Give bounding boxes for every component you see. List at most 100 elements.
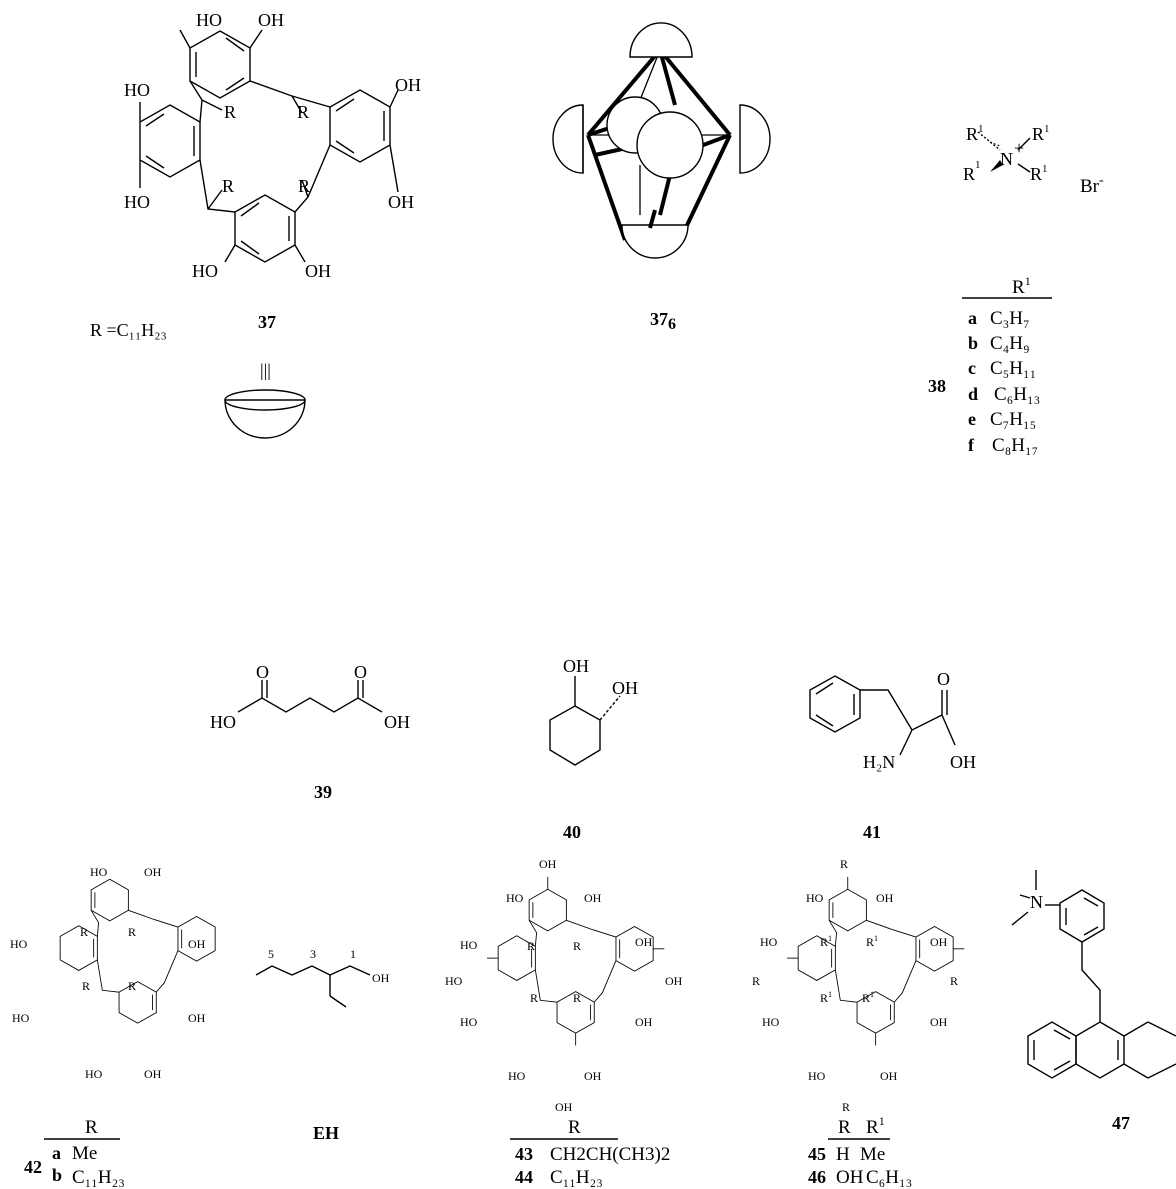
c38-row-f-key: f: [968, 435, 975, 455]
c42-oh-3: OH: [188, 1011, 206, 1025]
c37-ho-4: HO: [192, 261, 218, 281]
c44-key: 44: [515, 1167, 533, 1187]
c42-ho-3: HO: [12, 1011, 30, 1025]
c37-r-2: R: [297, 102, 309, 122]
c38-row-c-value: C₅H₁₁: [990, 358, 1036, 379]
c42-row-b-value: C₁₁H₂₃: [72, 1167, 125, 1188]
compound-label-42: 42: [24, 1157, 42, 1177]
compound-41-structure: [809, 675, 956, 756]
c41-o: O: [937, 669, 950, 689]
compound-43-44-labels: OH HO OH HO OH HO OH HO OH HO OH OH R R …: [445, 857, 683, 1188]
c43-oh-5: OH: [584, 1069, 602, 1083]
c38-row-a-value: C₃H₇: [990, 308, 1030, 329]
c45-r1-value: Me: [860, 1144, 885, 1165]
c43-r-2: R: [573, 939, 581, 953]
c37-r-4: R: [298, 176, 310, 196]
compound-47-labels: N 47: [1030, 892, 1130, 1133]
c43-key: 43: [515, 1144, 533, 1164]
c42-ho-4: HO: [85, 1067, 103, 1081]
compound-45-46-labels: R HO OH HO OH R R HO OH HO OH R R1 R1 R1…: [752, 857, 958, 1188]
c47-nitrogen: N: [1030, 892, 1043, 912]
eh-carbon-5: 5: [268, 947, 274, 961]
c37-ho-2: HO: [124, 80, 150, 100]
c46-r-value: OH: [836, 1167, 864, 1188]
compound-39-structure: [237, 680, 383, 713]
c38-plus: +: [1014, 138, 1024, 158]
compound-label-47: 47: [1112, 1113, 1130, 1133]
c39-o-2: O: [354, 662, 367, 682]
equivalence-symbol: |||: [260, 360, 271, 380]
eh-carbon-1: 1: [350, 947, 356, 961]
compound-39-labels: HO OH O O 39: [210, 662, 410, 802]
c45-r-right: R: [950, 974, 958, 988]
c43-oh-top: OH: [539, 857, 557, 871]
compound-42-structure: [59, 878, 216, 1024]
c38-row-d-key: d: [968, 384, 978, 404]
c37-oh-3: OH: [388, 192, 414, 212]
c43-ho-3: HO: [445, 974, 463, 988]
c38-r-bl: R1: [963, 159, 981, 184]
c37-ho-3: HO: [124, 192, 150, 212]
c42-r-4: R: [128, 979, 136, 993]
c43-r-4: R: [573, 991, 581, 1005]
compound-label-37: 37: [258, 312, 276, 332]
c38-r-tl: R1: [966, 123, 984, 144]
c46-r1-value: C₆H₁₃: [866, 1167, 912, 1188]
compound-47-structure: [1011, 870, 1176, 1079]
compound-40-labels: OH OH 40: [563, 656, 638, 842]
c37-oh-1: OH: [258, 10, 284, 30]
compound-42-labels: HO OH HO OH HO OH HO OH R R R R R a Me b…: [10, 865, 206, 1188]
capsule-37-6-structure: [552, 22, 771, 259]
compound-label-37-6: 376: [650, 309, 676, 333]
c43-oh-bottom: OH: [555, 1100, 573, 1114]
c45-46-header-r: R: [838, 1117, 851, 1138]
compound-43-44-structure: [486, 876, 665, 1046]
compound-40-structure: [549, 676, 621, 766]
c42-table-header: R: [85, 1117, 98, 1138]
c44-value: C₁₁H₂₃: [550, 1167, 603, 1188]
c45-ho-3: HO: [762, 1015, 780, 1029]
c41-h2n: H₂N: [863, 752, 895, 772]
c46-key: 46: [808, 1167, 826, 1187]
c39-oh: OH: [384, 712, 410, 732]
c38-r-tr: R1: [1032, 123, 1050, 144]
c45-ho-2: HO: [760, 935, 778, 949]
c43-r-1: R: [527, 939, 535, 953]
c43-oh-4: OH: [635, 1015, 653, 1029]
c38-row-e-value: C₇H₁₅: [990, 409, 1036, 430]
c45-oh-4: OH: [880, 1069, 898, 1083]
c43-ho-4: HO: [460, 1015, 478, 1029]
c45-r1-3: R1: [820, 990, 832, 1005]
c38-row-a-key: a: [968, 308, 977, 328]
c45-r-top: R: [840, 857, 848, 871]
c39-o-1: O: [256, 662, 269, 682]
compound-45-46-structure: [786, 876, 965, 1046]
c37-oh-4: OH: [305, 261, 331, 281]
c45-r-value: H: [836, 1144, 850, 1165]
compound-label-eh: EH: [313, 1123, 339, 1143]
compound-38-labels: R1 R1 R1 R1 N + Br- R1 38 a C₃H₇ b C₄H₉ …: [928, 123, 1104, 456]
c42-oh-4: OH: [144, 1067, 162, 1081]
c45-r-bottom: R: [842, 1100, 850, 1114]
c42-r-3: R: [82, 979, 90, 993]
c43-oh-3: OH: [665, 974, 683, 988]
c43-ho-2: HO: [460, 938, 478, 952]
c45-r1-4: R1: [862, 990, 874, 1005]
eh-oh: OH: [372, 971, 390, 985]
c38-row-e-key: e: [968, 409, 976, 429]
c43-oh-2: OH: [635, 935, 653, 949]
c45-46-header-r1: R1: [866, 1114, 885, 1138]
c38-table-header: R1: [1012, 274, 1031, 298]
c38-r-br: R1: [1030, 163, 1048, 184]
c38-row-b-value: C₄H₉: [990, 333, 1030, 354]
c45-r-left: R: [752, 974, 760, 988]
c42-row-a-value: Me: [72, 1143, 97, 1164]
bowl-icon: [224, 389, 306, 439]
c42-oh-2: OH: [188, 937, 206, 951]
c39-ho: HO: [210, 712, 236, 732]
c42-row-a-key: a: [52, 1143, 61, 1163]
compound-41-labels: O H₂N OH 41: [863, 669, 976, 842]
c43-value: CH2CH(CH3)2: [550, 1144, 670, 1165]
c43-ho-5: HO: [508, 1069, 526, 1083]
